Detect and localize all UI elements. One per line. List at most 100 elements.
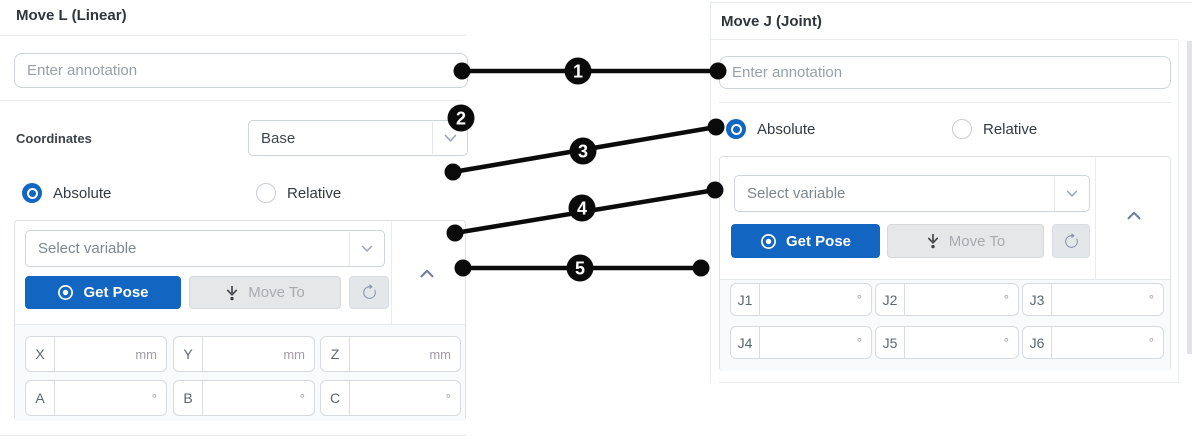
divider bbox=[0, 35, 466, 36]
get-pose-label: Get Pose bbox=[785, 232, 852, 250]
radio-absolute[interactable]: Absolute bbox=[22, 183, 111, 203]
callout-badge bbox=[564, 57, 592, 85]
radio-relative-label: Relative bbox=[983, 120, 1038, 138]
field-unit: mm bbox=[429, 346, 451, 362]
divider bbox=[0, 100, 463, 101]
chevron-up-icon bbox=[1127, 211, 1141, 219]
j1-input[interactable] bbox=[760, 284, 857, 315]
page-title: Move L (Linear) bbox=[16, 7, 127, 24]
joint-card: Select variable Get Pose Move To bbox=[719, 156, 1171, 371]
divider bbox=[349, 232, 350, 265]
callout-line bbox=[454, 187, 716, 236]
move-to-button[interactable]: Move To bbox=[189, 276, 341, 309]
chevron-down-icon bbox=[1055, 176, 1089, 211]
radio-unselected-icon bbox=[256, 183, 276, 203]
refresh-icon bbox=[1064, 232, 1078, 248]
field-label: J5 bbox=[876, 327, 905, 358]
move-to-label: Move To bbox=[248, 284, 305, 301]
field-label: J3 bbox=[1023, 284, 1052, 315]
callout-badge bbox=[569, 137, 597, 165]
pose-field-a: A ° bbox=[25, 380, 167, 416]
field-unit: ° bbox=[151, 390, 157, 406]
radio-relative-label: Relative bbox=[287, 184, 342, 202]
divider bbox=[432, 122, 433, 154]
j6-input[interactable] bbox=[1052, 327, 1149, 358]
field-label: J6 bbox=[1023, 327, 1052, 358]
move-to-icon bbox=[927, 234, 938, 249]
field-label: Z bbox=[321, 337, 350, 371]
field-unit: ° bbox=[299, 390, 305, 406]
pose-field-c: C ° bbox=[320, 380, 461, 416]
move-to-icon bbox=[227, 285, 238, 300]
refresh-button[interactable] bbox=[349, 276, 389, 309]
j2-input[interactable] bbox=[905, 284, 1004, 315]
field-label: J2 bbox=[876, 284, 905, 315]
annotation-input[interactable] bbox=[720, 57, 1170, 88]
pose-z-input[interactable] bbox=[350, 337, 430, 371]
callout-number: 4 bbox=[577, 199, 587, 219]
joint-field-j5: J5 ° bbox=[875, 326, 1019, 359]
collapse-button[interactable] bbox=[415, 261, 439, 285]
annotation-input-wrap bbox=[14, 53, 468, 88]
scrollbar[interactable] bbox=[1187, 41, 1192, 354]
field-label: J4 bbox=[731, 327, 760, 358]
get-pose-button[interactable]: Get Pose bbox=[25, 276, 181, 309]
pose-field-b: B ° bbox=[173, 380, 315, 416]
j3-input[interactable] bbox=[1052, 284, 1149, 315]
j4-input[interactable] bbox=[760, 327, 857, 358]
pose-field-z: Z mm bbox=[320, 336, 461, 372]
move-to-button[interactable]: Move To bbox=[887, 224, 1044, 258]
divider bbox=[720, 279, 1170, 280]
coordinates-select[interactable]: Base bbox=[248, 120, 468, 156]
callout-badge bbox=[568, 194, 596, 222]
annotation-input[interactable] bbox=[15, 54, 467, 87]
divider bbox=[711, 39, 1178, 40]
divider bbox=[1054, 177, 1055, 210]
variable-select[interactable]: Select variable bbox=[734, 175, 1090, 212]
chevron-down-icon bbox=[350, 231, 384, 266]
pose-a-input[interactable] bbox=[55, 381, 152, 415]
callout-number: 1 bbox=[573, 62, 583, 82]
j5-input[interactable] bbox=[905, 327, 1004, 358]
radio-absolute-label: Absolute bbox=[53, 184, 112, 202]
pose-y-input[interactable] bbox=[203, 337, 284, 371]
joint-field-j2: J2 ° bbox=[875, 283, 1019, 316]
radio-selected-icon bbox=[22, 183, 42, 203]
pose-b-input[interactable] bbox=[203, 381, 300, 415]
radio-absolute-label: Absolute bbox=[757, 120, 816, 138]
page-title: Move J (Joint) bbox=[721, 13, 822, 30]
radio-selected-icon bbox=[726, 119, 746, 139]
variable-select[interactable]: Select variable bbox=[25, 230, 385, 267]
annotation-input-wrap bbox=[719, 56, 1171, 89]
refresh-button[interactable] bbox=[1052, 224, 1090, 258]
divider bbox=[0, 435, 466, 436]
joint-values-section: J1 ° J2 ° J3 ° J4 ° bbox=[720, 280, 1170, 371]
move-to-label: Move To bbox=[948, 232, 1006, 250]
field-label: A bbox=[26, 381, 55, 415]
radio-relative[interactable]: Relative bbox=[256, 183, 341, 203]
joint-field-j4: J4 ° bbox=[730, 326, 872, 359]
callout-number: 5 bbox=[575, 259, 585, 279]
callout-badge bbox=[566, 254, 594, 282]
joint-field-j3: J3 ° bbox=[1022, 283, 1164, 316]
move-l-panel: Move L (Linear) Coordinates Base Absolut… bbox=[0, 0, 468, 441]
field-unit: ° bbox=[1148, 335, 1154, 350]
variable-placeholder: Select variable bbox=[38, 240, 137, 257]
get-pose-icon bbox=[761, 233, 776, 249]
collapse-button[interactable] bbox=[1122, 203, 1146, 227]
field-unit: ° bbox=[1003, 292, 1009, 307]
pose-field-y: Y mm bbox=[173, 336, 315, 372]
pose-c-input[interactable] bbox=[350, 381, 446, 415]
radio-relative[interactable]: Relative bbox=[952, 119, 1037, 139]
field-label: B bbox=[174, 381, 203, 415]
coordinates-label: Coordinates bbox=[16, 131, 92, 146]
divider bbox=[391, 221, 392, 324]
field-unit: ° bbox=[856, 335, 862, 350]
pose-x-input[interactable] bbox=[55, 337, 136, 371]
refresh-icon bbox=[362, 284, 376, 299]
field-label: J1 bbox=[731, 284, 760, 315]
get-pose-button[interactable]: Get Pose bbox=[731, 224, 880, 258]
get-pose-label: Get Pose bbox=[83, 284, 149, 301]
radio-absolute[interactable]: Absolute bbox=[726, 119, 815, 139]
field-unit: ° bbox=[1003, 335, 1009, 350]
